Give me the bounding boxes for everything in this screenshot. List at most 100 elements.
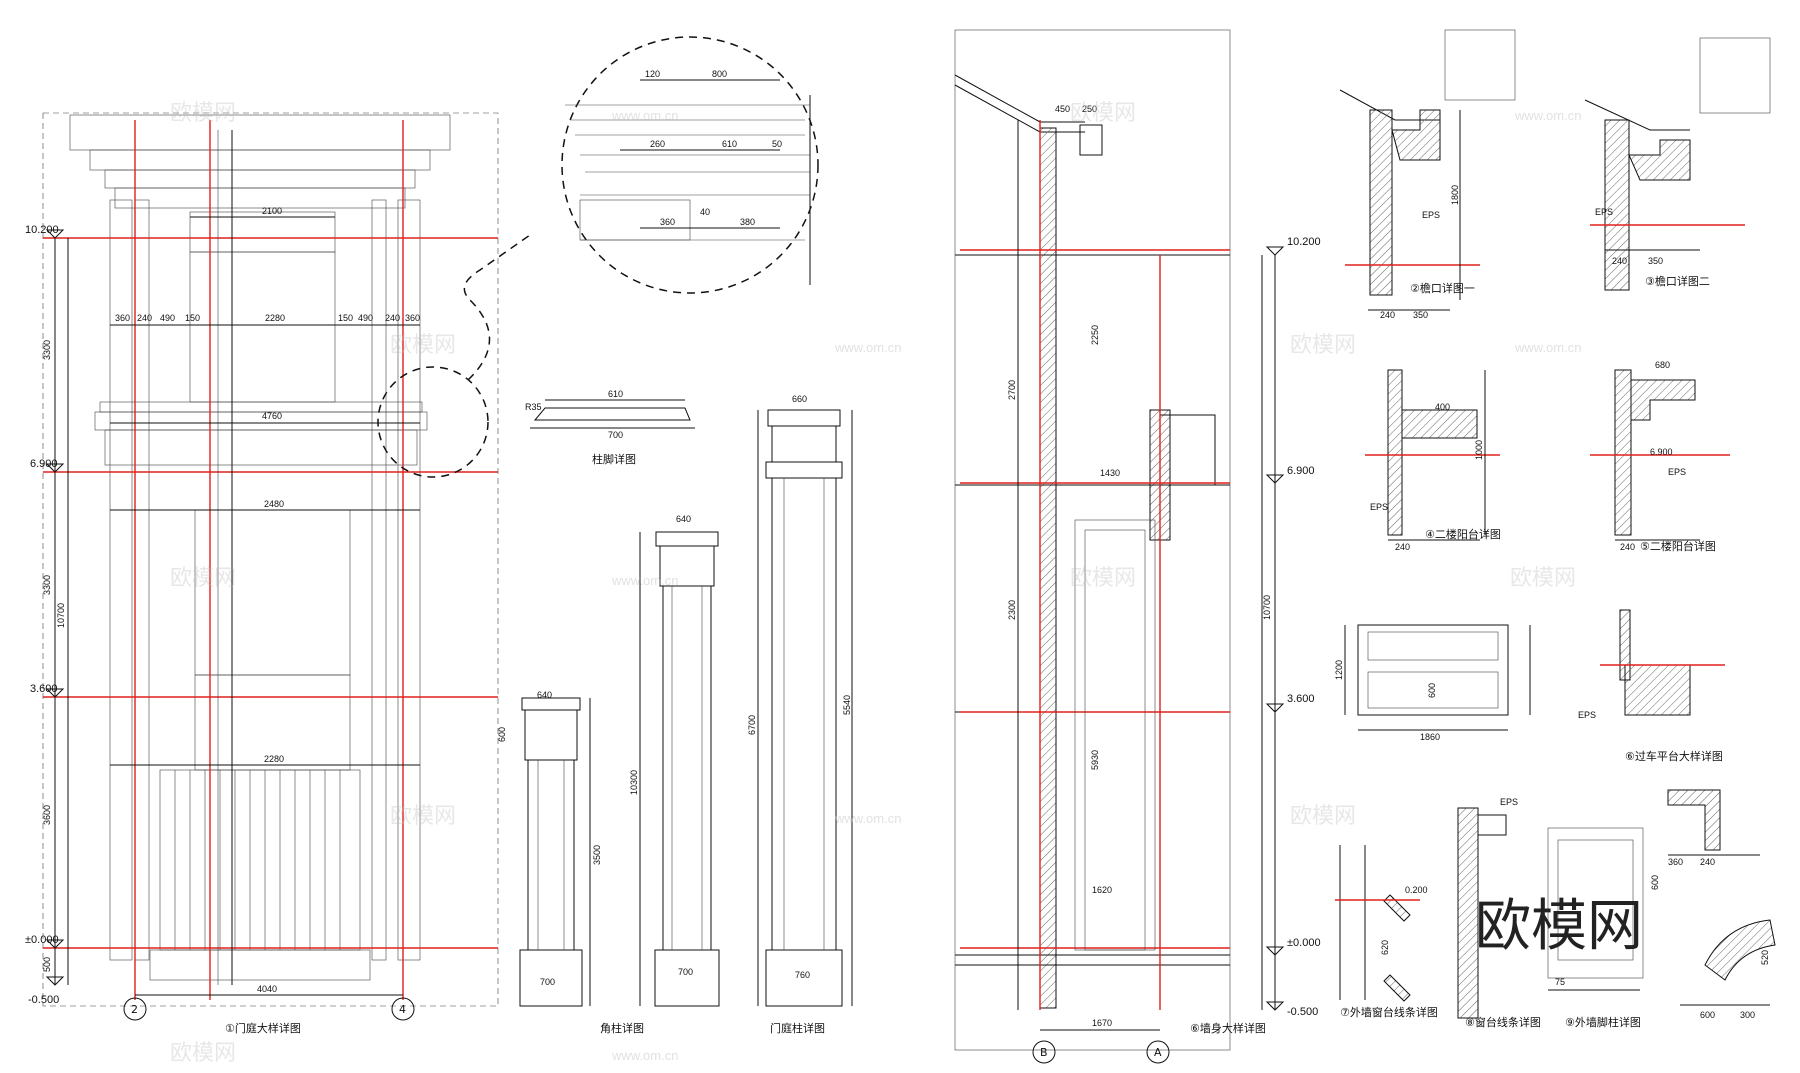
zoom-dim-120: 120: [645, 69, 660, 79]
watermark: 欧模网: [170, 566, 236, 591]
d4-level: 6.900: [1650, 447, 1673, 457]
watermark: 欧模网: [1070, 566, 1136, 591]
d3-eps: EPS: [1370, 502, 1388, 512]
cc-dim-3500: 3500: [592, 845, 602, 865]
watermark: 欧模网: [170, 101, 236, 126]
caption-d8: ⑨外墙脚柱详图: [1565, 1015, 1641, 1029]
brand-logo: 欧模网: [1475, 894, 1643, 959]
sill-details: 0.200 620 ⑦外墙窗台线条详图 EPS ⑧窗台线条详图 75 600 ⑨…: [1335, 789, 1776, 1029]
level-minus-500: -0.500: [28, 994, 59, 1006]
watermark: 欧模网: [390, 804, 456, 829]
watermark-url: www.om.cn: [611, 1048, 678, 1063]
watermark: 欧模网: [1290, 804, 1356, 829]
main-elevation-text: 10.200 6.900 3.600 ±0.000 -0.500 3300 33…: [25, 206, 420, 1035]
cc-dim-640-b: 640: [676, 514, 691, 524]
gate-column-detail: 660 760 6700 5540 门庭柱详图: [747, 394, 853, 1035]
dim-w4: 150: [185, 313, 200, 323]
dim-w1-right: 360: [405, 313, 420, 323]
dim-main-3300-b: 3300: [42, 575, 52, 595]
corner-column-detail: 640 640 700 700 10300 3500 600 角柱详图: [497, 514, 720, 1035]
base-dim-610: 610: [608, 389, 623, 399]
wall-level-6900: 6.900: [1287, 465, 1315, 477]
dim-w2-right: 240: [385, 313, 400, 323]
railing-detail: 1860 1200 600 EPS ⑥过车平台大样详图: [1334, 609, 1725, 763]
balcony-detail-2: 680 240 6.900 EPS ⑤二楼阳台详图: [1590, 360, 1730, 553]
d2-dim-350: 350: [1648, 256, 1663, 266]
dim-w3-right: 490: [358, 313, 373, 323]
column-base-detail: 610 700 R35 柱脚详图: [525, 389, 695, 466]
corner-dim-360: 360: [1668, 857, 1683, 867]
caption-d7: ⑧窗台线条详图: [1465, 1015, 1541, 1029]
zoom-dim-380: 380: [740, 217, 755, 227]
level-0000: ±0.000: [25, 934, 59, 946]
watermark: 欧模网: [1510, 566, 1576, 591]
eave-detail-2: 240 350 EPS ③檐口详图二: [1584, 37, 1771, 291]
caption-d5: ⑥过车平台大样详图: [1625, 749, 1723, 763]
wall-level-10200: 10.200: [1287, 236, 1321, 248]
d3-dim-400: 400: [1435, 402, 1450, 412]
eave-detail-1: 240 350 1800 EPS ②檐口详图一: [1339, 29, 1516, 320]
wall-section: 10.200 6.900 3.600 ±0.000 -0.500 10700 1…: [954, 29, 1321, 1064]
wall-dim-1430: 1430: [1100, 468, 1120, 478]
d1-dim-350: 350: [1413, 310, 1428, 320]
level-10200: 10.200: [25, 224, 59, 236]
watermark-url: www.om.cn: [834, 811, 901, 826]
wall-dim-1670: 1670: [1092, 1018, 1112, 1028]
wall-dim-250: 250: [1082, 104, 1097, 114]
zoom-dim-360: 360: [660, 217, 675, 227]
dim-w3: 490: [160, 313, 175, 323]
cc-dim-10300: 10300: [629, 770, 639, 795]
sill3-dim-75: 75: [1555, 977, 1565, 987]
wall-dim-5930: 5930: [1090, 750, 1100, 770]
watermark-url: www.om.cn: [1514, 108, 1581, 123]
d4-eps: EPS: [1668, 467, 1686, 477]
d3-dim-240: 240: [1395, 542, 1410, 552]
dim-w8: 2480: [264, 499, 284, 509]
rail-eps: EPS: [1578, 710, 1596, 720]
rail-dim-1860: 1860: [1420, 732, 1440, 742]
d4-dim-680: 680: [1655, 360, 1670, 370]
gc-dim-5540: 5540: [842, 695, 852, 715]
d1-dim-1800: 1800: [1450, 185, 1460, 205]
sill-level: 0.200: [1405, 885, 1428, 895]
cc-dim-640-a: 640: [537, 690, 552, 700]
caption-d4: ⑤二楼阳台详图: [1640, 539, 1716, 553]
dim-main-500: 500: [42, 957, 52, 972]
d1-eps: EPS: [1422, 210, 1440, 220]
d1-dim-240: 240: [1380, 310, 1395, 320]
wall-axis-b: B: [1040, 1046, 1048, 1059]
dim-w2: 240: [137, 313, 152, 323]
d4-dim-240: 240: [1620, 542, 1635, 552]
dim-w5-lower: 2280: [264, 754, 284, 764]
wall-level-3600: 3.600: [1287, 693, 1315, 705]
wall-dim-1620: 1620: [1092, 885, 1112, 895]
wall-axis-a: A: [1154, 1046, 1162, 1059]
watermark-url: www.om.cn: [611, 573, 678, 588]
rail-dim-1200: 1200: [1334, 660, 1344, 680]
watermarks: 欧模网 欧模网 欧模网 欧模网 欧模网 欧模网 欧模网 欧模网 欧模网 欧模网 …: [170, 101, 1581, 1066]
caption-d3: ④二楼阳台详图: [1425, 527, 1501, 541]
zoom-dim-50: 50: [772, 139, 782, 149]
wall-dim-2700: 2700: [1007, 380, 1017, 400]
zoom-dim-800: 800: [712, 69, 727, 79]
dim-main-3600: 3600: [42, 805, 52, 825]
cc-dim-700-b: 700: [678, 967, 693, 977]
caption-d6: ⑦外墙窗台线条详图: [1340, 1005, 1438, 1019]
gc-dim-6700: 6700: [747, 715, 757, 735]
dim-w4-right: 150: [338, 313, 353, 323]
cc-dim-600: 600: [497, 727, 507, 742]
balcony-detail-1: 240 400 1000 EPS ④二楼阳台详图: [1365, 369, 1501, 552]
wall-dim-450: 450: [1055, 104, 1070, 114]
d2-eps: EPS: [1595, 207, 1613, 217]
watermark-url: www.om.cn: [611, 108, 678, 123]
watermark: 欧模网: [1070, 101, 1136, 126]
zoom-dim-260: 260: [650, 139, 665, 149]
level-3600: 3.600: [30, 683, 58, 695]
rail-dim-600: 600: [1427, 683, 1437, 698]
caption-wall: ⑥墙身大样详图: [1190, 1021, 1266, 1035]
sill2-eps: EPS: [1500, 797, 1518, 807]
dim-main-total: 4040: [257, 984, 277, 994]
base-r35: R35: [525, 402, 542, 412]
gc-dim-660: 660: [792, 394, 807, 404]
